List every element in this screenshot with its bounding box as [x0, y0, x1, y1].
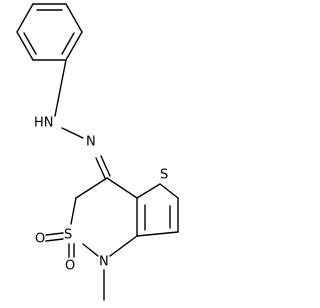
bond [65, 3, 83, 33]
bond [136, 183, 161, 199]
sulfonyl-o-left-label: O [35, 232, 45, 247]
bond [45, 232, 64, 236]
bond [109, 235, 138, 257]
bond [65, 31, 83, 61]
bond [159, 183, 179, 199]
thiophene-s-label: S [160, 168, 168, 183]
bond [82, 243, 99, 257]
bond [100, 155, 111, 177]
bond [54, 59, 67, 117]
phenyl-ring [16, 3, 83, 61]
chemical-structure: HN N S S O O N [16, 3, 179, 301]
bond [16, 31, 34, 61]
bond [61, 32, 75, 55]
sulfonyl-s-label: S [64, 228, 72, 243]
bond [23, 32, 37, 55]
bond [16, 3, 34, 33]
ring-n-label: N [99, 255, 109, 270]
bond [45, 238, 64, 242]
bond [106, 177, 138, 199]
bond [75, 177, 108, 199]
bond [61, 127, 84, 139]
bond [136, 231, 179, 237]
hydrazine-nh-label: HN [34, 116, 54, 131]
bond [70, 197, 77, 225]
bond [95, 157, 106, 179]
sulfonyl-o-bottom-label: O [65, 259, 75, 274]
hydrazone-n-label: N [86, 135, 96, 150]
